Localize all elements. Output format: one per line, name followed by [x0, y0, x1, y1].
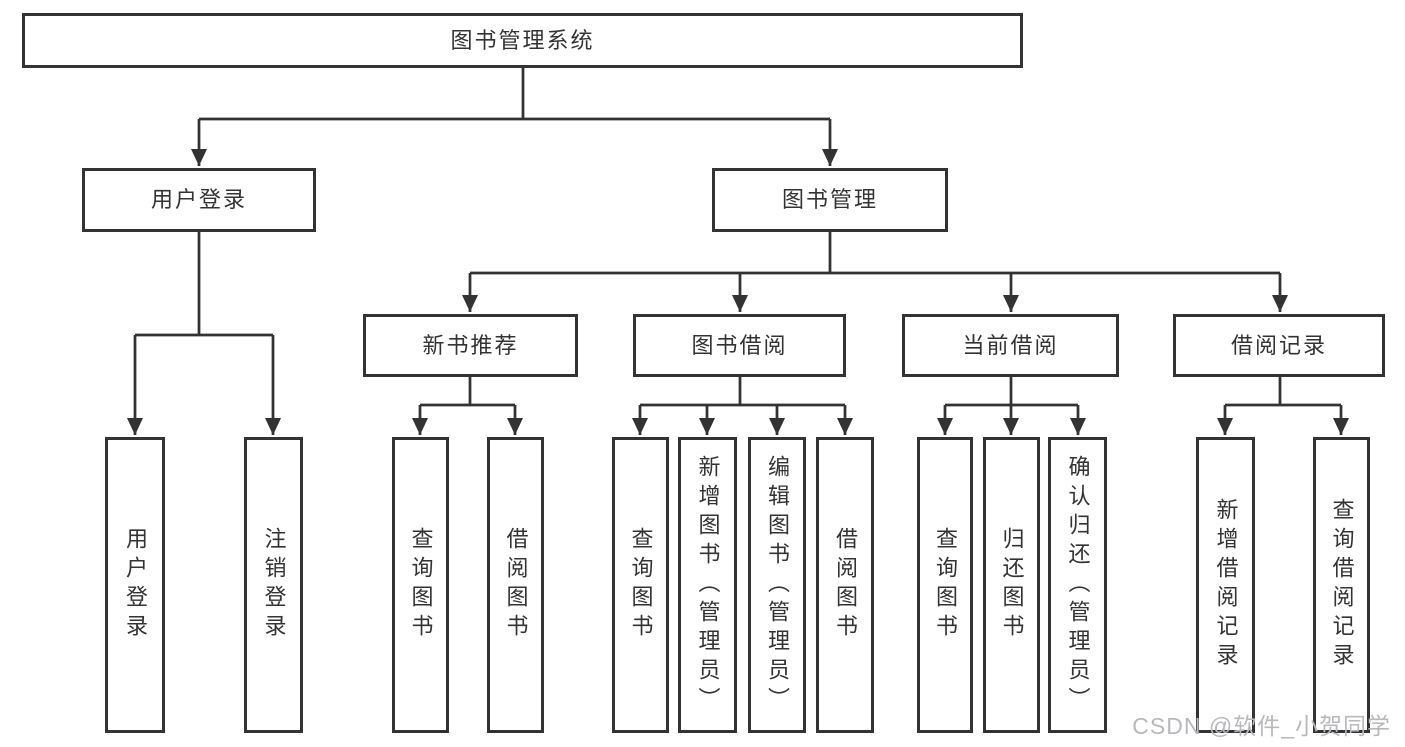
leaf-borrow-books: 借阅图书 — [816, 437, 874, 733]
leaf-add-borrow-record: 新增借阅记录 — [1196, 437, 1255, 733]
leaf-user-login-label: 用户登录 — [123, 527, 148, 643]
leaf-add-borrow-record-label: 新增借阅记录 — [1213, 498, 1239, 672]
leaf-recommend-query-books: 查询图书 — [392, 437, 449, 733]
leaf-logout-label: 注销登录 — [261, 527, 287, 643]
leaf-user-login: 用户登录 — [105, 437, 165, 733]
leaf-confirm-return-admin: 确认归还（管理员） — [1048, 437, 1107, 733]
leaf-recommend-query-books-label: 查询图书 — [408, 527, 434, 643]
leaf-return-books-label: 归还图书 — [999, 527, 1025, 643]
leaf-recommend-borrow-books: 借阅图书 — [487, 437, 544, 733]
node-book-management: 图书管理 — [712, 168, 948, 232]
node-library-management-system: 图书管理系统 — [22, 13, 1023, 68]
leaf-add-books-admin: 新增图书（管理员） — [678, 437, 737, 733]
leaf-return-books: 归还图书 — [983, 437, 1040, 733]
leaf-query-borrow-record-label: 查询借阅记录 — [1329, 498, 1355, 672]
leaf-edit-books-admin-label: 编辑图书（管理员） — [765, 454, 790, 716]
leaf-confirm-return-admin-label: 确认归还（管理员） — [1065, 454, 1091, 716]
leaf-current-query-books: 查询图书 — [917, 437, 973, 733]
leaf-logout: 注销登录 — [244, 437, 303, 733]
csdn-watermark: CSDN @软件_小贺同学 — [1132, 713, 1391, 739]
leaf-add-books-admin-label: 新增图书（管理员） — [695, 454, 721, 716]
leaf-edit-books-admin: 编辑图书（管理员） — [748, 437, 806, 733]
leaf-recommend-borrow-books-label: 借阅图书 — [503, 527, 529, 643]
leaf-borrow-books-label: 借阅图书 — [833, 527, 858, 643]
node-book-borrow: 图书借阅 — [633, 314, 846, 377]
node-user-login: 用户登录 — [82, 168, 316, 232]
node-borrow-records: 借阅记录 — [1173, 314, 1385, 377]
leaf-borrow-query-books-label: 查询图书 — [628, 527, 654, 643]
leaf-query-borrow-record: 查询借阅记录 — [1313, 437, 1370, 733]
leaf-current-query-books-label: 查询图书 — [933, 527, 958, 643]
leaf-borrow-query-books: 查询图书 — [612, 437, 669, 733]
node-current-borrow: 当前借阅 — [902, 314, 1119, 377]
node-new-book-recommend: 新书推荐 — [363, 314, 578, 377]
